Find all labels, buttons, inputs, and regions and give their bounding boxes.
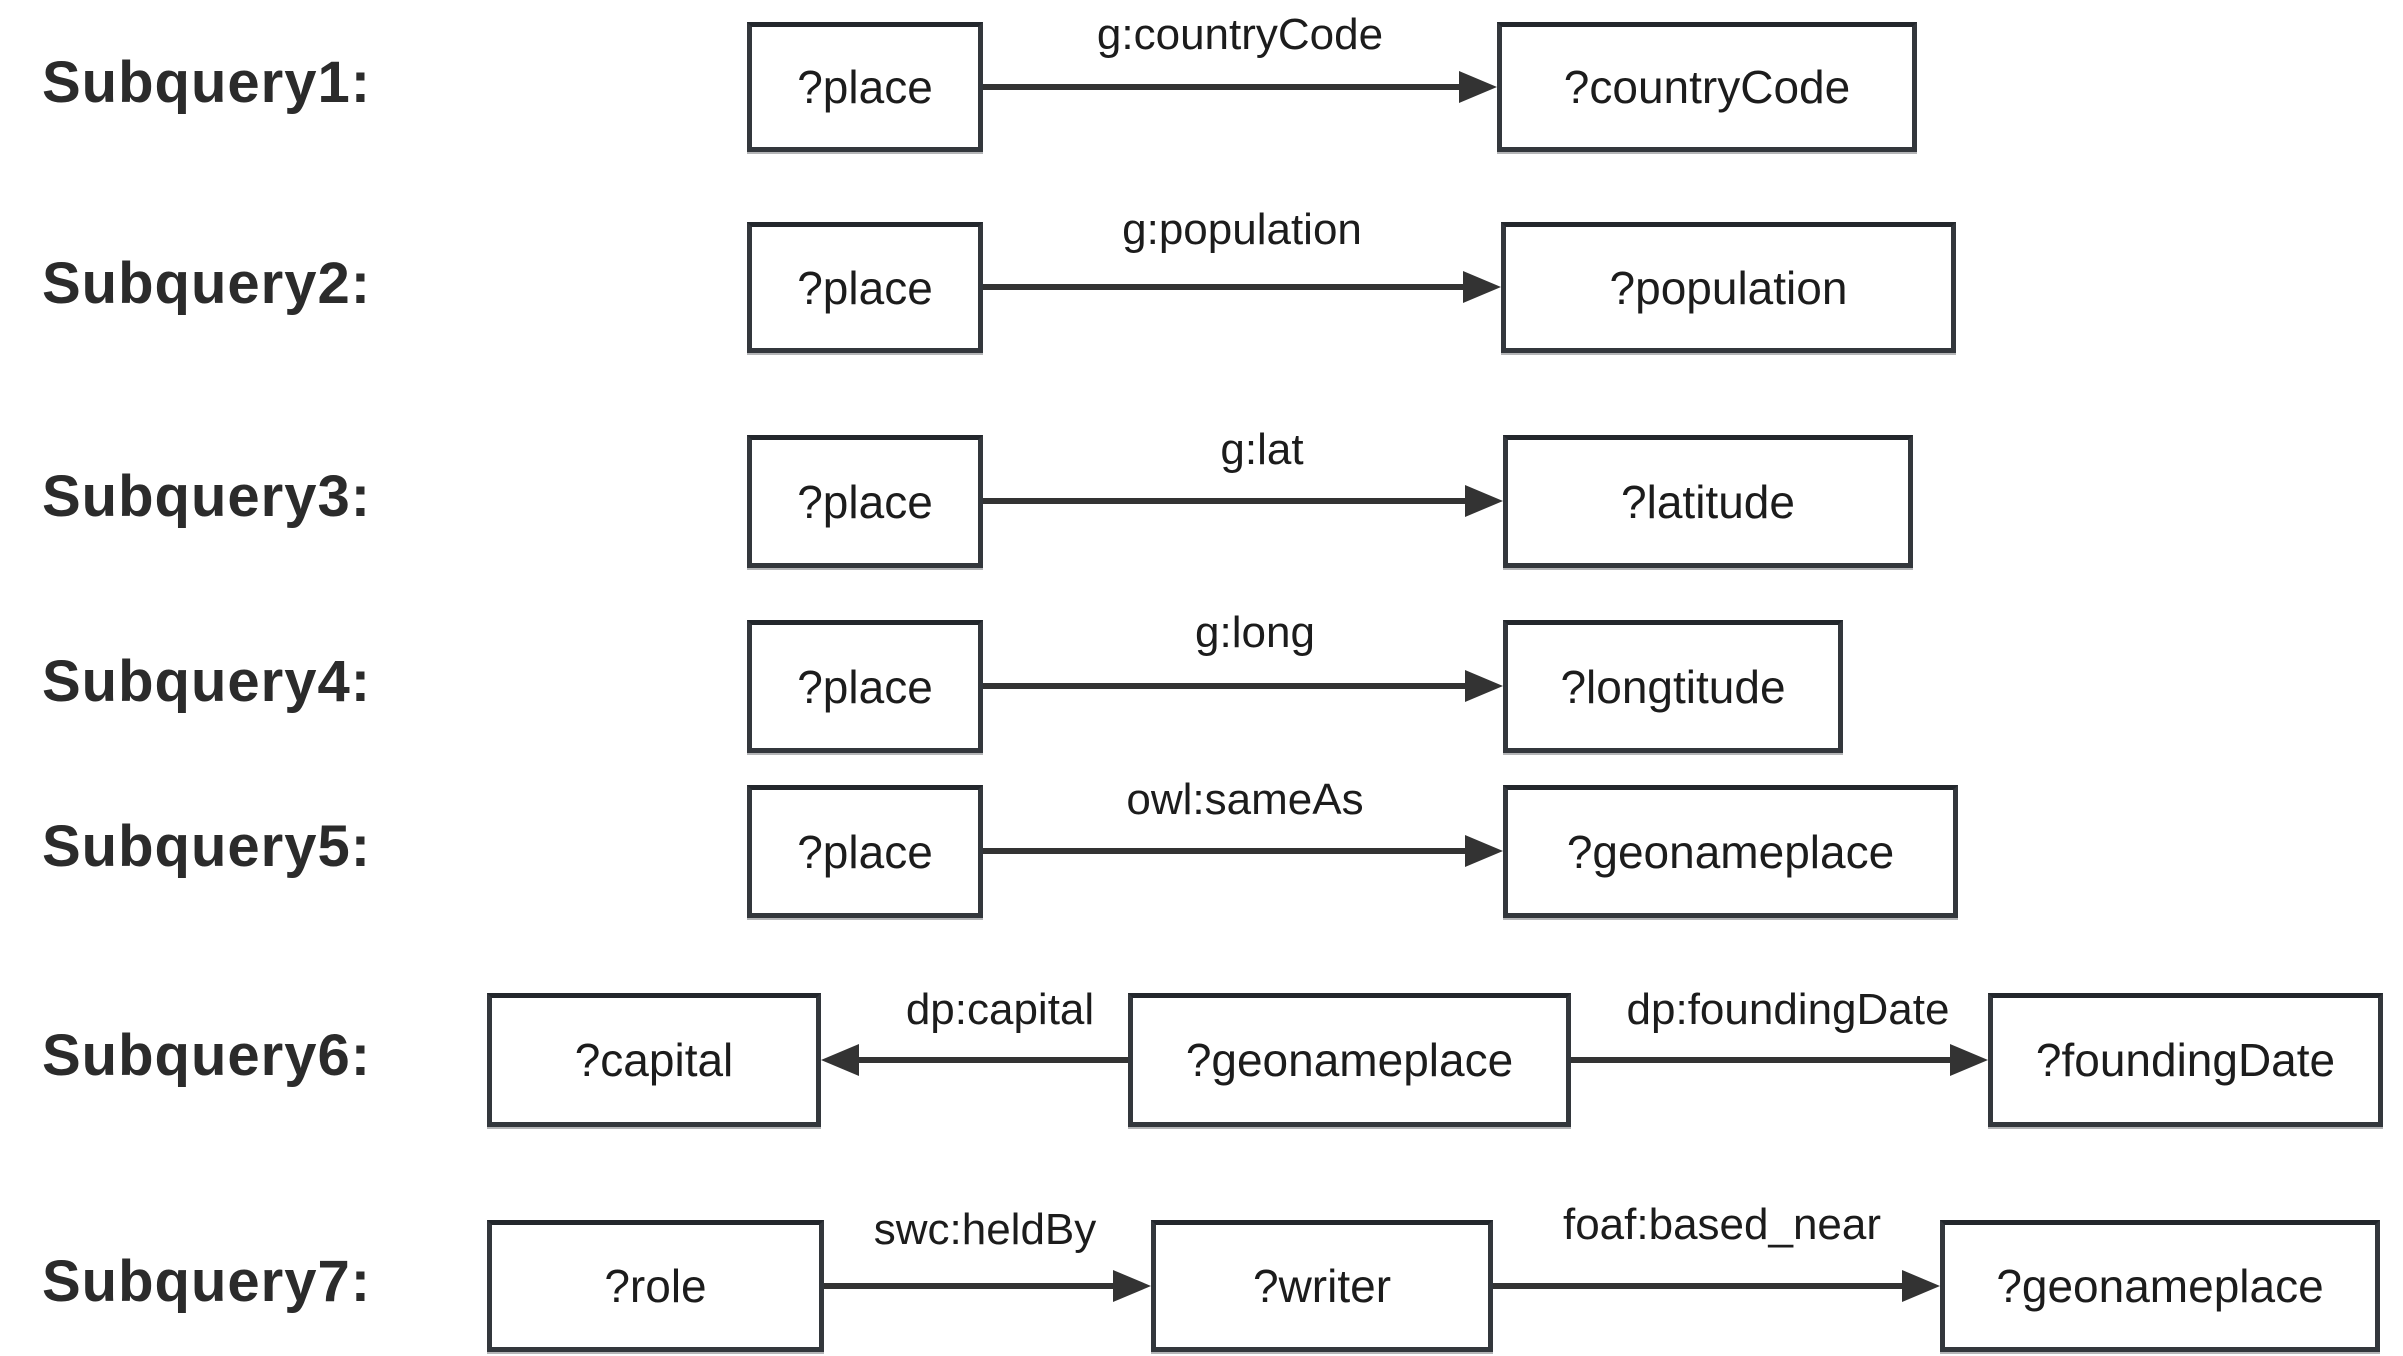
node-countrycode: ?countryCode — [1497, 22, 1917, 152]
node-geonameplace-6-label: ?geonameplace — [1185, 1034, 1514, 1086]
node-geonameplace-7-label: ?geonameplace — [1996, 1260, 2324, 1312]
arrowhead-right-icon — [1463, 271, 1501, 303]
node-place-5: ?place — [747, 785, 983, 918]
node-place-3-label: ?place — [797, 475, 933, 528]
node-latitude-label: ?latitude — [1621, 475, 1795, 528]
node-longtitude: ?longtitude — [1503, 620, 1843, 753]
subquery6-label: Subquery6: — [42, 1023, 372, 1088]
node-place-4-label: ?place — [797, 660, 933, 713]
edge-line-7a — [824, 1283, 1115, 1289]
node-countrycode-label: ?countryCode — [1563, 61, 1851, 113]
edge-label-glong: g:long — [1195, 608, 1315, 657]
edge-line-6b — [1571, 1057, 1952, 1063]
subquery1-label: Subquery1: — [42, 50, 372, 115]
node-population-label: ?population — [1609, 261, 1848, 314]
node-capital-label: ?capital — [574, 1034, 734, 1086]
node-writer: ?writer — [1151, 1220, 1493, 1352]
node-geonameplace-6: ?geonameplace — [1128, 993, 1571, 1127]
node-place-5-label: ?place — [797, 825, 933, 878]
node-foundingdate-label: ?foundingDate — [2035, 1034, 2336, 1086]
edge-line-7b — [1493, 1283, 1904, 1289]
edge-label-glat: g:lat — [1220, 425, 1304, 474]
node-writer-label: ?writer — [1252, 1260, 1392, 1312]
arrowhead-right-icon — [1902, 1270, 1940, 1302]
arrowhead-right-icon — [1465, 670, 1503, 702]
subquery7-label: Subquery7: — [42, 1249, 372, 1314]
node-place-4: ?place — [747, 620, 983, 753]
edge-label-gpopulation: g:population — [1122, 205, 1362, 254]
node-geonameplace-5: ?geonameplace — [1503, 785, 1958, 918]
edge-line-6a — [857, 1057, 1128, 1063]
arrowhead-right-icon — [1465, 835, 1503, 867]
edge-line-5 — [983, 848, 1467, 854]
node-foundingdate: ?foundingDate — [1988, 993, 2383, 1127]
node-place-3: ?place — [747, 435, 983, 568]
edge-line-3 — [983, 498, 1467, 504]
edge-label-owlsameas: owl:sameAs — [1126, 775, 1364, 824]
edge-label-dpcapital: dp:capital — [905, 985, 1095, 1034]
edge-label-gcountrycode: g:countryCode — [1096, 10, 1384, 59]
arrowhead-right-icon — [1113, 1270, 1151, 1302]
edge-label-foafbasednear: foaf:based_near — [1562, 1200, 1882, 1249]
subquery3-label: Subquery3: — [42, 464, 372, 529]
node-longtitude-label: ?longtitude — [1560, 660, 1786, 713]
node-latitude: ?latitude — [1503, 435, 1913, 568]
edge-line-2 — [983, 284, 1465, 290]
arrowhead-right-icon — [1950, 1044, 1988, 1076]
edge-label-dpfoundingdate: dp:foundingDate — [1626, 985, 1950, 1034]
node-geonameplace-5-label: ?geonameplace — [1566, 825, 1895, 878]
subquery4-label: Subquery4: — [42, 649, 372, 714]
node-place-2: ?place — [747, 222, 983, 353]
node-geonameplace-7: ?geonameplace — [1940, 1220, 2380, 1352]
subquery5-label: Subquery5: — [42, 814, 372, 879]
node-place-2-label: ?place — [797, 261, 933, 314]
node-place-1-label: ?place — [797, 61, 933, 113]
node-population: ?population — [1501, 222, 1956, 353]
edge-line-1 — [983, 84, 1461, 90]
subquery2-label: Subquery2: — [42, 251, 372, 316]
arrowhead-right-icon — [1465, 485, 1503, 517]
edge-label-swcheldby: swc:heldBy — [873, 1205, 1097, 1254]
arrowhead-right-icon — [1459, 71, 1497, 103]
node-role: ?role — [487, 1220, 824, 1352]
edge-line-4 — [983, 683, 1467, 689]
node-place-1: ?place — [747, 22, 983, 152]
node-role-label: ?role — [604, 1260, 707, 1312]
node-capital: ?capital — [487, 993, 821, 1127]
arrowhead-left-icon — [821, 1044, 859, 1076]
